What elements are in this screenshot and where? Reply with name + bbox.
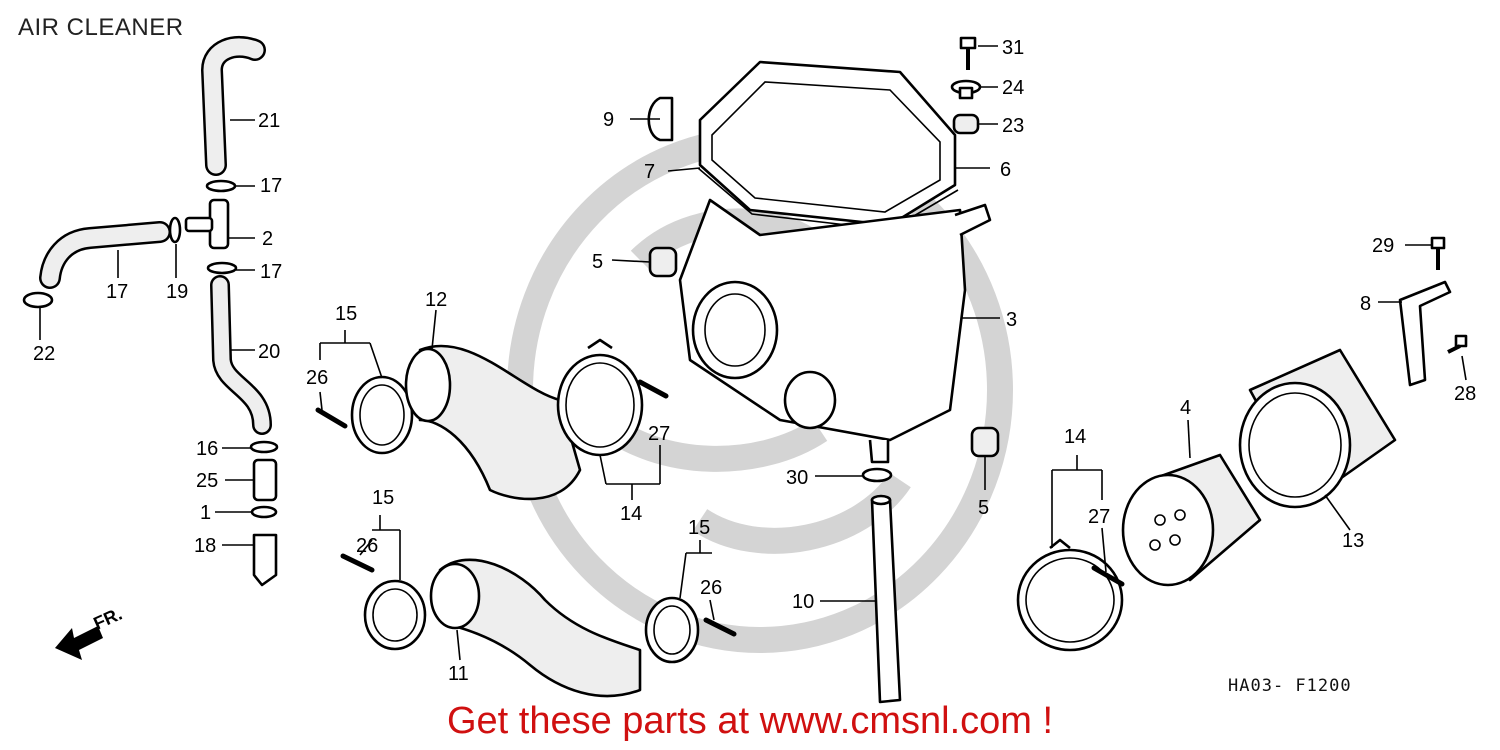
- callout-13: 13: [1342, 530, 1364, 552]
- callout-26-lower-right: 26: [700, 577, 722, 599]
- hose-21[interactable]: [200, 35, 266, 176]
- promo-banner[interactable]: Get these parts at www.cmsnl.com !: [446, 700, 1054, 742]
- callout-23: 23: [1002, 115, 1024, 137]
- grommet-23[interactable]: [952, 113, 980, 135]
- band-15-lower-right[interactable]: [644, 596, 700, 664]
- callout-6: 6: [1000, 159, 1011, 181]
- callout-17-lower: 17: [260, 261, 282, 283]
- callout-31: 31: [1002, 37, 1024, 59]
- joint-25[interactable]: [252, 458, 278, 502]
- callout-30: 30: [786, 467, 808, 489]
- callout-21: 21: [258, 110, 280, 132]
- callout-17-upper: 17: [260, 175, 282, 197]
- case-3[interactable]: [678, 198, 992, 464]
- clip-22[interactable]: [22, 291, 54, 309]
- hose-19[interactable]: [39, 221, 171, 289]
- duct-12[interactable]: [404, 344, 582, 501]
- callout-15-lower-left: 15: [372, 487, 394, 509]
- grommet-5-lower[interactable]: [970, 426, 1000, 458]
- element-4[interactable]: [1121, 453, 1262, 587]
- callout-26-lower-left: 26: [356, 535, 378, 557]
- callout-4: 4: [1180, 397, 1191, 419]
- screw-27-right[interactable]: [1091, 565, 1125, 587]
- callout-19: 17: [106, 281, 128, 303]
- band-14-upper[interactable]: [556, 338, 644, 457]
- callout-29: 29: [1372, 235, 1394, 257]
- callout-1: 1: [200, 502, 211, 524]
- washer-24[interactable]: [950, 79, 982, 100]
- seal-7[interactable]: [697, 167, 959, 231]
- callout-26-upper: 26: [306, 367, 328, 389]
- callout-14-upper: 14: [620, 503, 642, 525]
- grommet-5-upper[interactable]: [648, 246, 678, 278]
- clip-17-left[interactable]: [168, 216, 182, 244]
- clip-16[interactable]: [249, 440, 279, 454]
- callout-16: 16: [196, 438, 218, 460]
- screw-27-upper[interactable]: [637, 379, 669, 399]
- callout-11: 11: [448, 663, 469, 685]
- joint-2[interactable]: [184, 198, 230, 250]
- sponge-13[interactable]: [1238, 348, 1397, 509]
- drain-plug-18[interactable]: [252, 533, 278, 587]
- drain-tube-10[interactable]: [870, 494, 902, 704]
- clip-17-lower[interactable]: [206, 261, 238, 275]
- direction-label: FR.: [90, 604, 125, 634]
- band-15-upper[interactable]: [350, 375, 414, 455]
- callout-10: 10: [792, 591, 814, 613]
- bracket-8[interactable]: [1398, 280, 1452, 387]
- callout-3: 3: [1006, 309, 1017, 331]
- callout-8: 8: [1360, 293, 1371, 315]
- callout-2: 2: [262, 228, 273, 250]
- screw-26-lower-left[interactable]: [340, 553, 375, 573]
- band-15-lower-left[interactable]: [363, 579, 427, 651]
- screw-26-lower-right[interactable]: [703, 617, 737, 637]
- band-14-right[interactable]: [1016, 538, 1124, 652]
- callout-25: 25: [196, 470, 218, 492]
- callout-7: 7: [644, 161, 655, 183]
- clip-17-upper[interactable]: [205, 179, 237, 193]
- duct-11[interactable]: [429, 558, 642, 698]
- callout-9: 9: [603, 109, 614, 131]
- bolt-31[interactable]: [959, 36, 977, 70]
- callout-5-upper: 5: [592, 251, 603, 273]
- clip-30[interactable]: [861, 467, 893, 483]
- diagram-title: AIR CLEANER: [18, 14, 184, 41]
- case-cover-6[interactable]: [698, 60, 957, 227]
- bolt-28[interactable]: [1447, 334, 1468, 354]
- callout-22: 22: [33, 343, 55, 365]
- callout-5-lower: 5: [978, 497, 989, 519]
- hose-20[interactable]: [210, 275, 272, 435]
- callout-17-left: 19: [166, 281, 188, 303]
- callout-14-right: 14: [1064, 426, 1086, 448]
- callout-27-right: 27: [1088, 506, 1110, 528]
- holder-9[interactable]: [647, 96, 674, 142]
- callout-20: 20: [258, 341, 280, 363]
- callout-27-upper: 27: [648, 423, 670, 445]
- bolt-29[interactable]: [1430, 236, 1446, 270]
- diagram-code: HA03- F1200: [1228, 676, 1352, 696]
- callout-24: 24: [1002, 77, 1024, 99]
- callout-15-lower-right: 15: [688, 517, 710, 539]
- callout-28: 28: [1454, 383, 1476, 405]
- callout-15-upper: 15: [335, 303, 357, 325]
- clip-1[interactable]: [250, 505, 278, 519]
- callout-18: 18: [194, 535, 216, 557]
- callout-12: 12: [425, 289, 447, 311]
- screw-26-upper[interactable]: [315, 407, 348, 429]
- front-direction-arrow-icon: FR.: [55, 604, 125, 660]
- leader-lines: [39, 45, 1467, 661]
